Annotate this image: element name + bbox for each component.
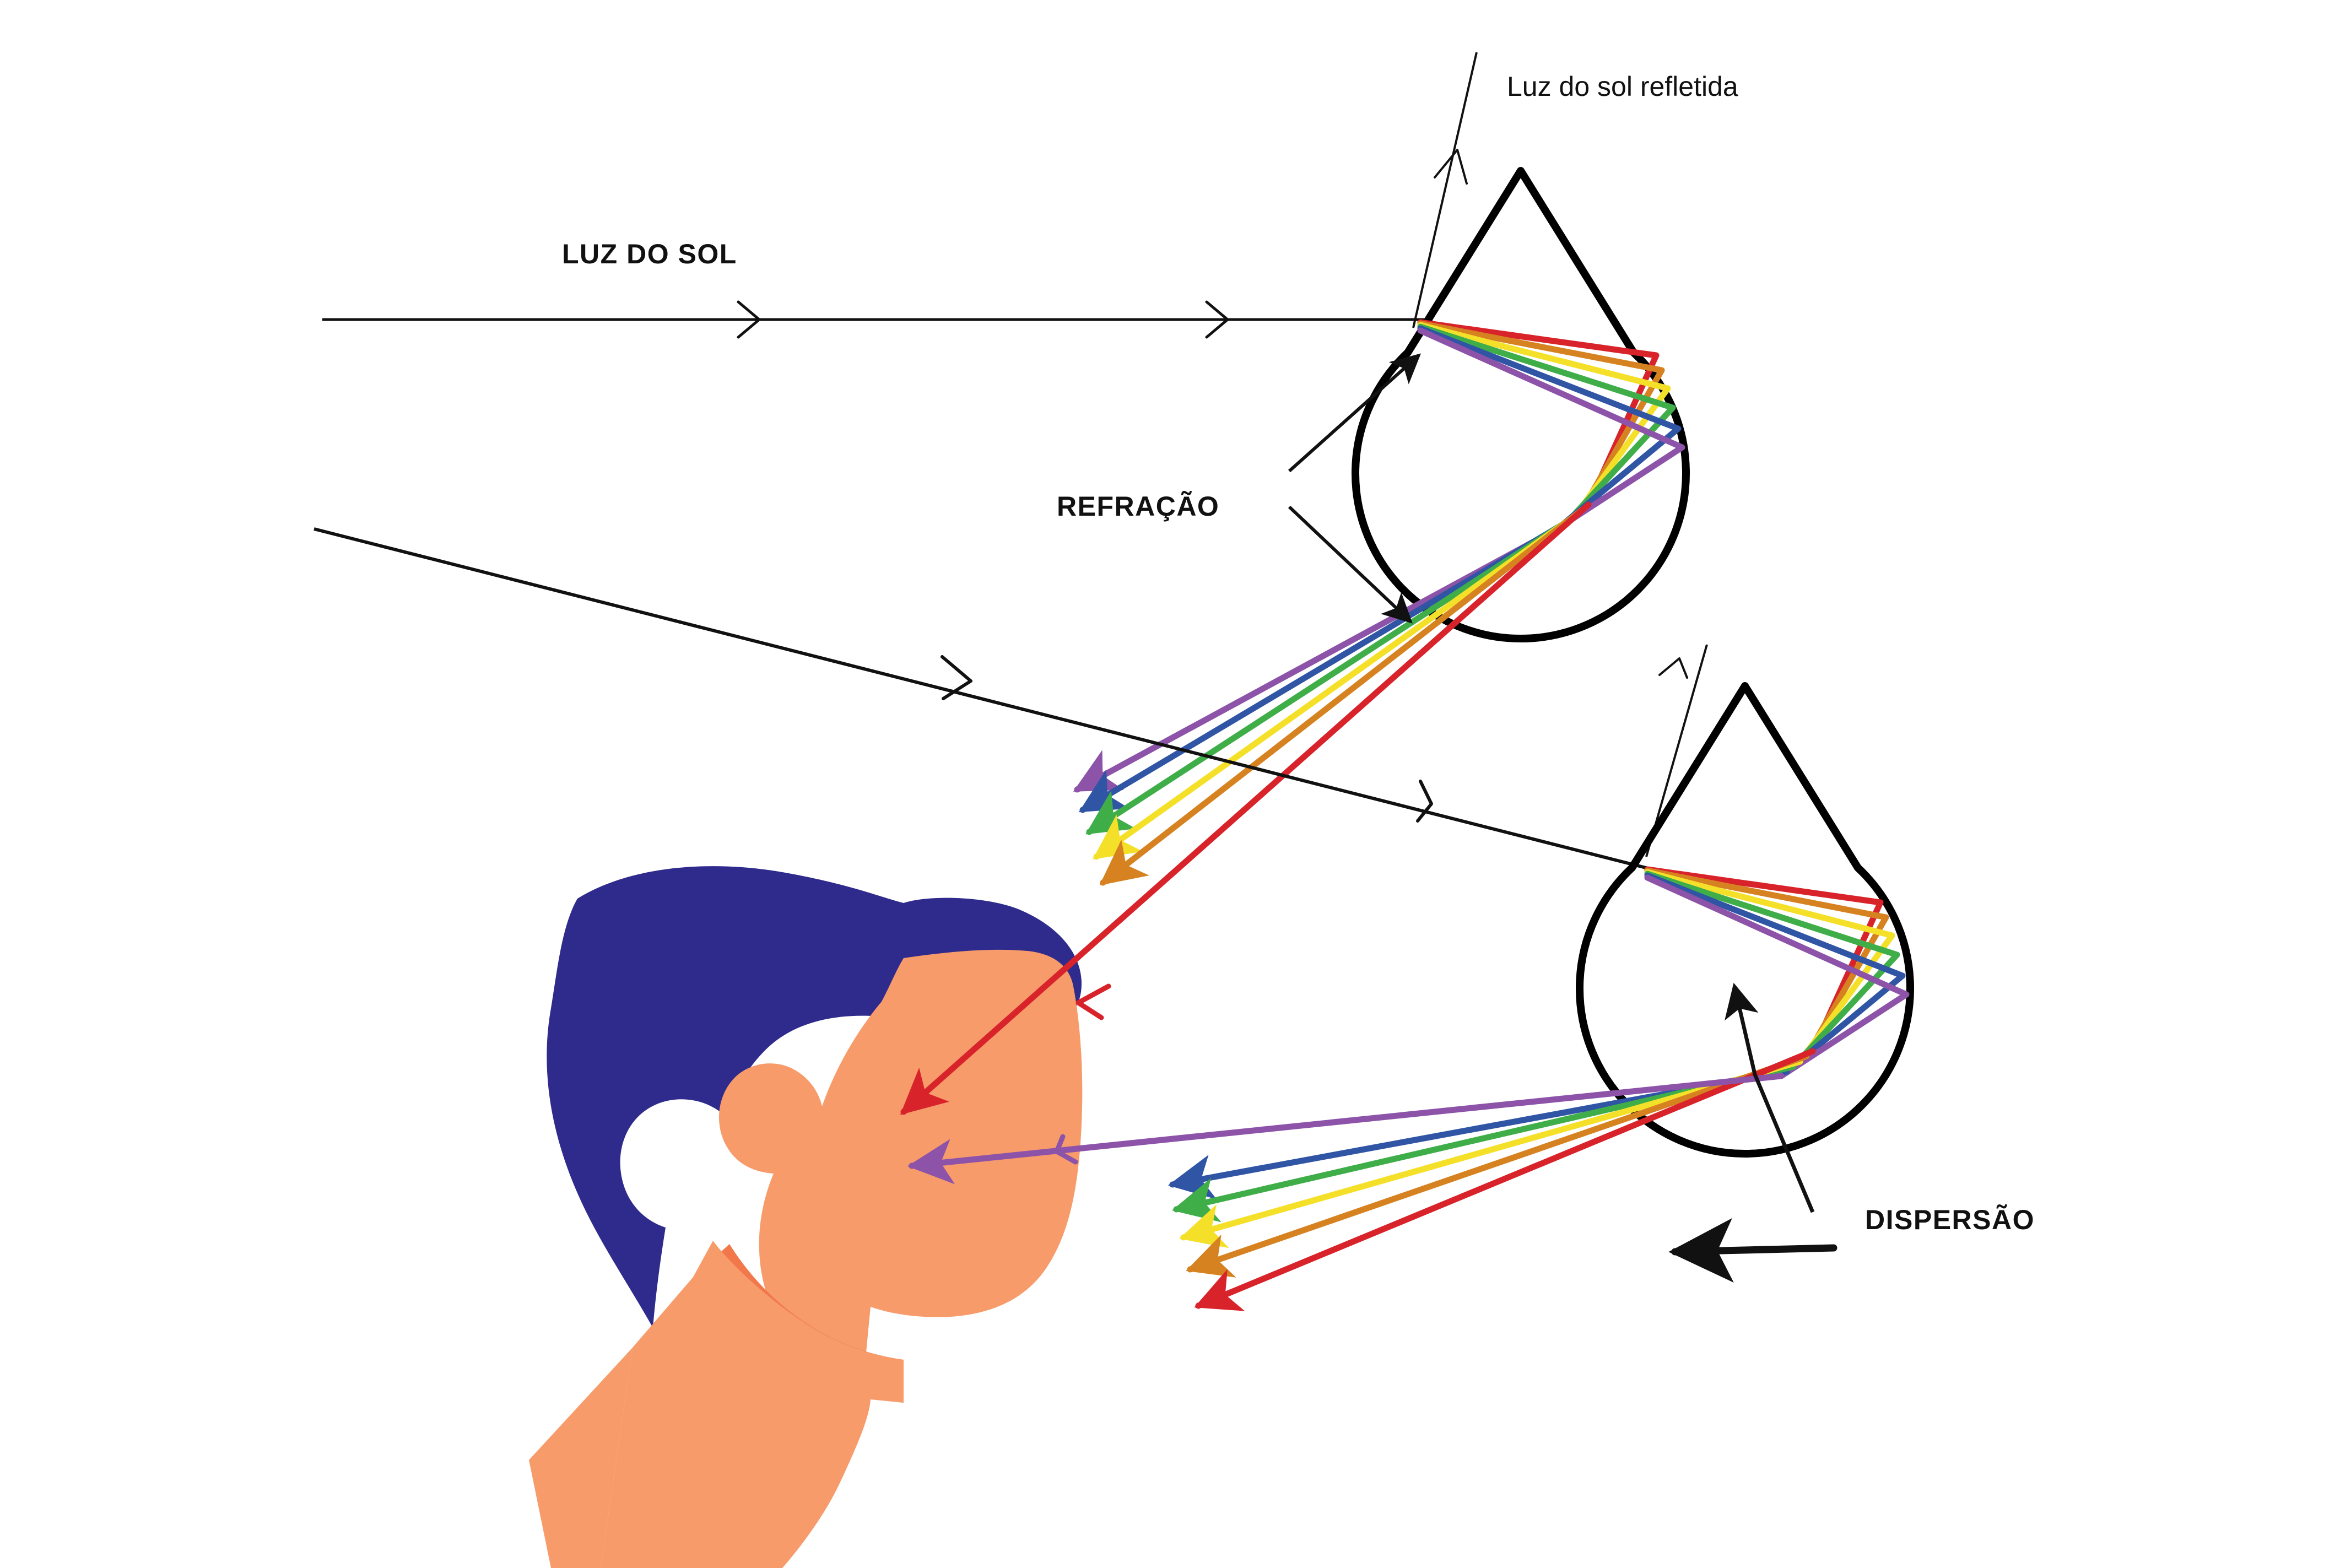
ray-yellow-upper [1417,322,1671,518]
sunbeam-upper-chevron-2 [1205,300,1229,339]
upper-droplet-rays [1417,319,1685,532]
reflected-sunlight-upper-group [1412,52,1478,328]
sunbeam-lower-chevron-1 [941,655,972,700]
ray-blue-upper [1417,325,1682,528]
exit-ray-green-upper [1085,517,1572,835]
dispersion-leader-group [1668,982,1837,1283]
ray-yellow-lower [1644,869,1895,1065]
ray-orange-lower [1644,867,1889,1059]
refraction-leader-bottom [1288,505,1413,624]
exit-ray-red-lower [1194,1048,1816,1311]
sunbeam-upper-chevron-1 [737,300,761,339]
neck-shoulder [601,1241,904,1568]
sunbeam-lower-group [314,527,1651,870]
ray-purple-upper [1417,327,1685,532]
ray-purple-lower [1644,874,1910,1079]
lower-droplet-exit-rays [907,1048,1816,1311]
ray-orange-upper [1417,320,1665,513]
upper-droplet-outline [1352,167,1690,643]
ray-green-lower [1644,870,1900,1070]
exit-ray-yellow-upper [1093,512,1579,860]
refraction-leader-top [1288,353,1422,473]
label-reflected-sunlight: Luz do sol refletida [1507,71,1738,102]
lower-droplet-outline [1576,682,1914,1158]
refraction-leader-lines [1288,353,1422,624]
label-refraction: REFRAÇÃO [1057,491,1220,522]
face-shape [718,949,1083,1353]
exit-ray-purple-lower-midchevron [1054,1134,1078,1165]
sunbeam-upper-group [322,300,1433,339]
exit-ray-red-upper [900,501,1592,1115]
label-sunlight: LUZ DO SOL [562,239,737,269]
exit-ray-orange-lower [1186,1053,1810,1278]
shoulder-block [529,1348,633,1568]
upper-droplet-exit-rays [900,501,1592,1115]
ray-green-upper [1417,323,1676,523]
lower-droplet-rays [1644,866,1910,1079]
person-figure [529,866,1083,1568]
reflected-sunlight-lower-chevron [1658,657,1688,679]
reflected-sunlight-upper-line [1412,52,1478,328]
ray-blue-lower [1644,872,1906,1075]
exit-ray-orange-upper [1099,506,1586,886]
sunbeam-lower-chevron-2 [1416,780,1433,823]
dispersion-leader-line [1725,982,1815,1213]
reflected-sunlight-upper-chevron [1434,149,1468,185]
label-dispersion: DISPERSÃO [1865,1204,2035,1235]
sunbeam-lower-line [314,527,1651,870]
exit-ray-red-upper-midchevron [1075,983,1111,1020]
dispersion-thick-arrow [1668,1218,1837,1283]
exit-ray-blue-upper [1078,521,1566,813]
